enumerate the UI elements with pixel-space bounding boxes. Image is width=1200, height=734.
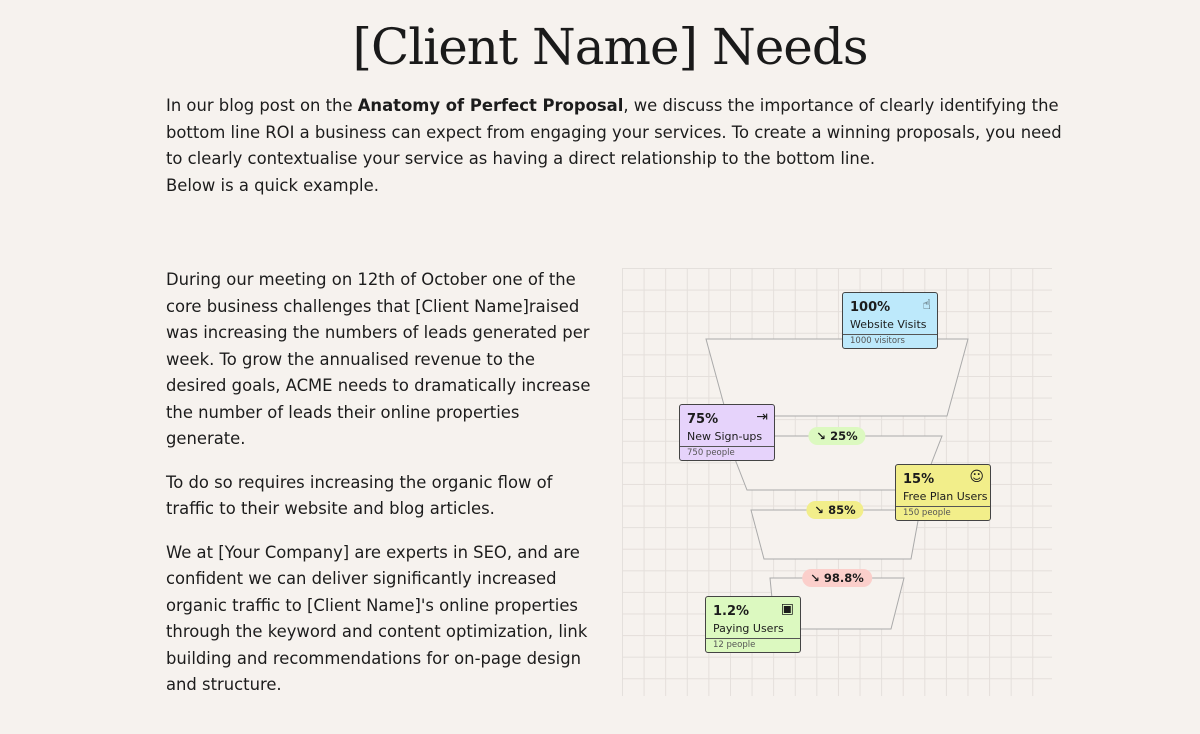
drop-off-value: 98.8% (823, 571, 864, 585)
body-text: During our meeting on 12th of October on… (166, 267, 596, 716)
stage-percent: 75% (687, 412, 719, 427)
intro-text: , we discuss the importance of clearly i… (166, 96, 1062, 168)
stage-count: 150 people (896, 506, 990, 520)
stage-label: New Sign-ups (687, 430, 763, 443)
stage-card-paying-users: 1.2% ▣ Paying Users 12 people (705, 596, 801, 653)
stage-percent: 15% (903, 472, 935, 487)
stage-percent: 100% (850, 300, 891, 315)
stage-label: Free Plan Users (903, 490, 988, 503)
trend-down-icon: ↘ (814, 503, 825, 517)
page-title: [Client Name] Needs (352, 18, 868, 76)
banknote-icon: ▣ (780, 601, 794, 617)
sign-in-icon: ⇥ (756, 409, 768, 425)
paragraph: To do so requires increasing the organic… (166, 472, 553, 519)
intro-text: In our blog post on the (166, 96, 358, 115)
stage-count: 1000 visitors (843, 334, 937, 348)
trend-down-icon: ↘ (816, 429, 827, 443)
stage-percent: 1.2% (713, 604, 750, 619)
drop-off-pill: ↘ 98.8% (802, 569, 872, 587)
paragraph: We at [Your Company] are experts in SEO,… (166, 542, 588, 695)
stage-count: 12 people (706, 638, 800, 652)
drop-off-pill: ↘ 85% (806, 501, 864, 519)
paragraph: During our meeting on 12th of October on… (166, 270, 591, 448)
drop-off-value: 85% (828, 503, 856, 517)
stage-card-new-signups: 75% ⇥ New Sign-ups 750 people (679, 404, 775, 461)
stage-label: Paying Users (713, 622, 784, 635)
trend-down-icon: ↘ (810, 571, 820, 585)
intro-text: Below is a quick example. (166, 175, 379, 195)
stage-card-website-visits: 100% ☝ Website Visits 1000 visitors (842, 292, 938, 349)
intro-paragraph: In our blog post on the Anatomy of Perfe… (166, 93, 1066, 199)
stage-count: 750 people (680, 446, 774, 460)
drop-off-value: 25% (830, 429, 858, 443)
pointer-hand-icon: ☝ (922, 297, 931, 313)
blog-post-title: Anatomy of Perfect Proposal (357, 96, 624, 115)
drop-off-pill: ↘ 25% (808, 427, 866, 445)
stage-card-free-plan-users: 15% ☺ Free Plan Users 150 people (895, 464, 991, 521)
funnel-segment (750, 509, 921, 560)
user-add-icon: ☺ (969, 469, 984, 485)
stage-label: Website Visits (850, 318, 927, 331)
